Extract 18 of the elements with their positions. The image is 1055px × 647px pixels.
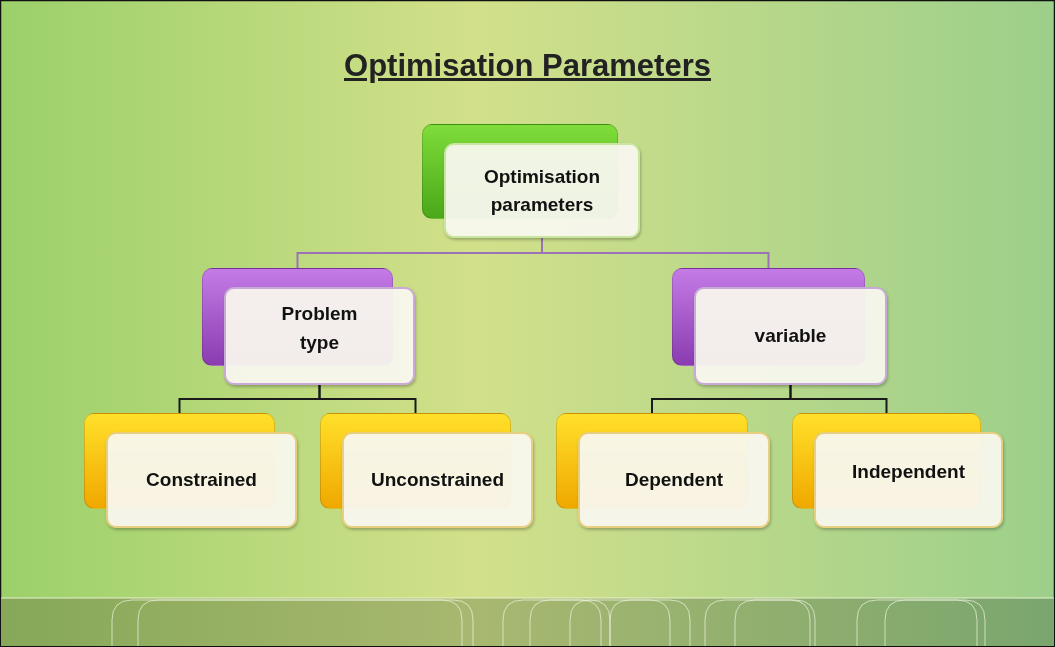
title: Optimisation Parameters <box>343 48 712 84</box>
connector-line <box>541 237 770 269</box>
node-label: Problem type <box>280 301 359 355</box>
stacked-card <box>672 268 887 385</box>
stacked-card <box>556 413 770 528</box>
stacked-card <box>320 413 533 528</box>
connector-line <box>789 384 888 414</box>
node-label: Independent <box>851 459 966 484</box>
stacked-card <box>84 413 297 528</box>
node-label: variable <box>753 323 828 348</box>
stacked-card <box>422 124 640 238</box>
connector-line <box>318 384 417 414</box>
node-label: Dependent <box>623 467 725 492</box>
stacked-card <box>202 268 415 385</box>
node-label: Constrained <box>145 467 258 492</box>
stacked-card <box>792 413 1003 528</box>
node-label: Unconstrained <box>370 467 505 492</box>
node-label: Optimisation parameters <box>482 164 602 217</box>
